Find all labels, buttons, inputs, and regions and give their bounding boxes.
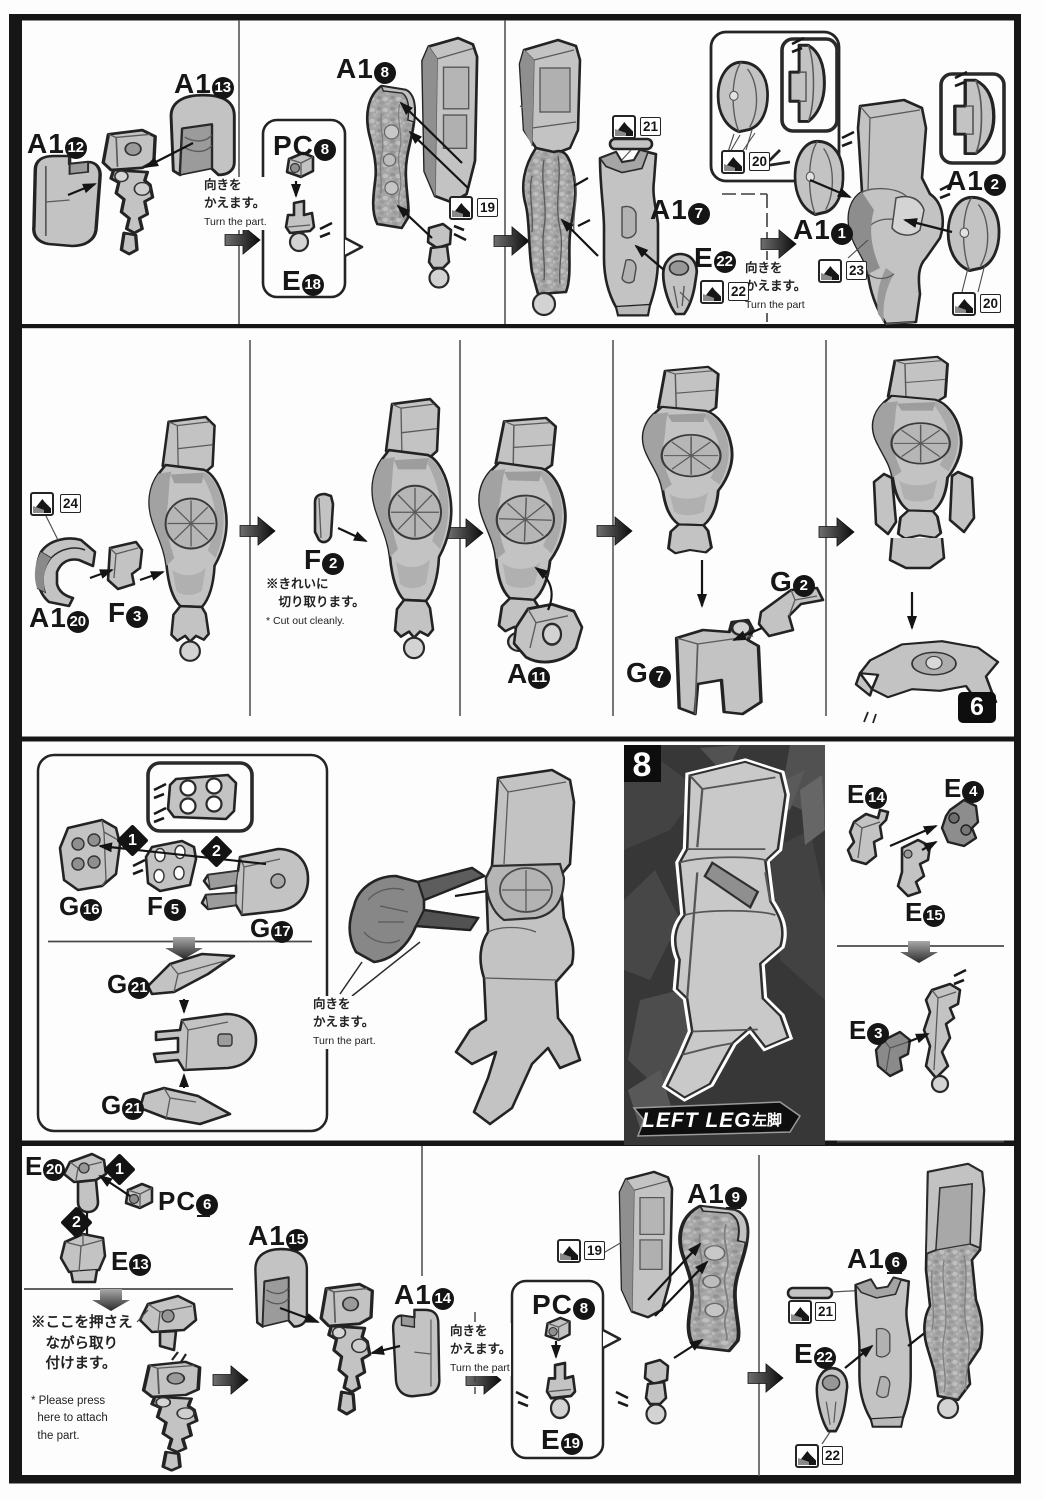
svg-text:LEFT LEG: LEFT LEG (642, 1109, 752, 1132)
svg-text:8: 8 (633, 746, 652, 784)
svg-text:左脚: 左脚 (751, 1111, 782, 1129)
